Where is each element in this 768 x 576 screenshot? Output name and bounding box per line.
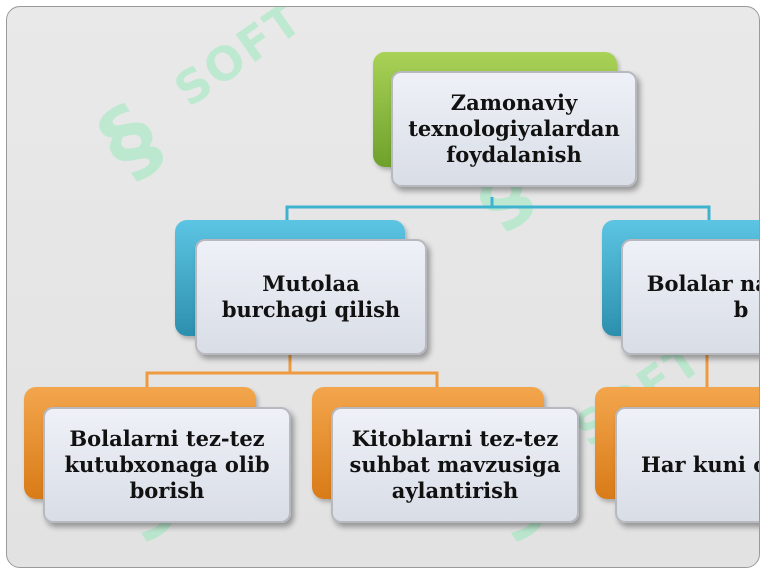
root-node-label: Zamonaviy texnologiyalardan foydalanish <box>391 71 637 187</box>
level3-node-1-label: Bolalarni tez-tez kutubxonaga olib boris… <box>43 407 291 523</box>
level3-node-3-label: Har kuni o‘qib be <box>615 407 759 523</box>
diagram-frame: § SOFT § § § SOFT Zamonaviy texnologiyal… <box>6 6 760 568</box>
level2-right-label: Bolalar namuna b <box>621 239 759 355</box>
level3-node-3-text: Har kuni o‘qib be <box>641 451 759 477</box>
connector-l2-left <box>145 353 292 399</box>
level2-right-text: Bolalar namuna b <box>646 270 759 322</box>
level3-node-2-label: Kitoblarni tez-tez suhbat mavzusiga ayla… <box>331 407 579 523</box>
level2-left-label: Mutolaa burchagi qilish <box>195 239 427 355</box>
